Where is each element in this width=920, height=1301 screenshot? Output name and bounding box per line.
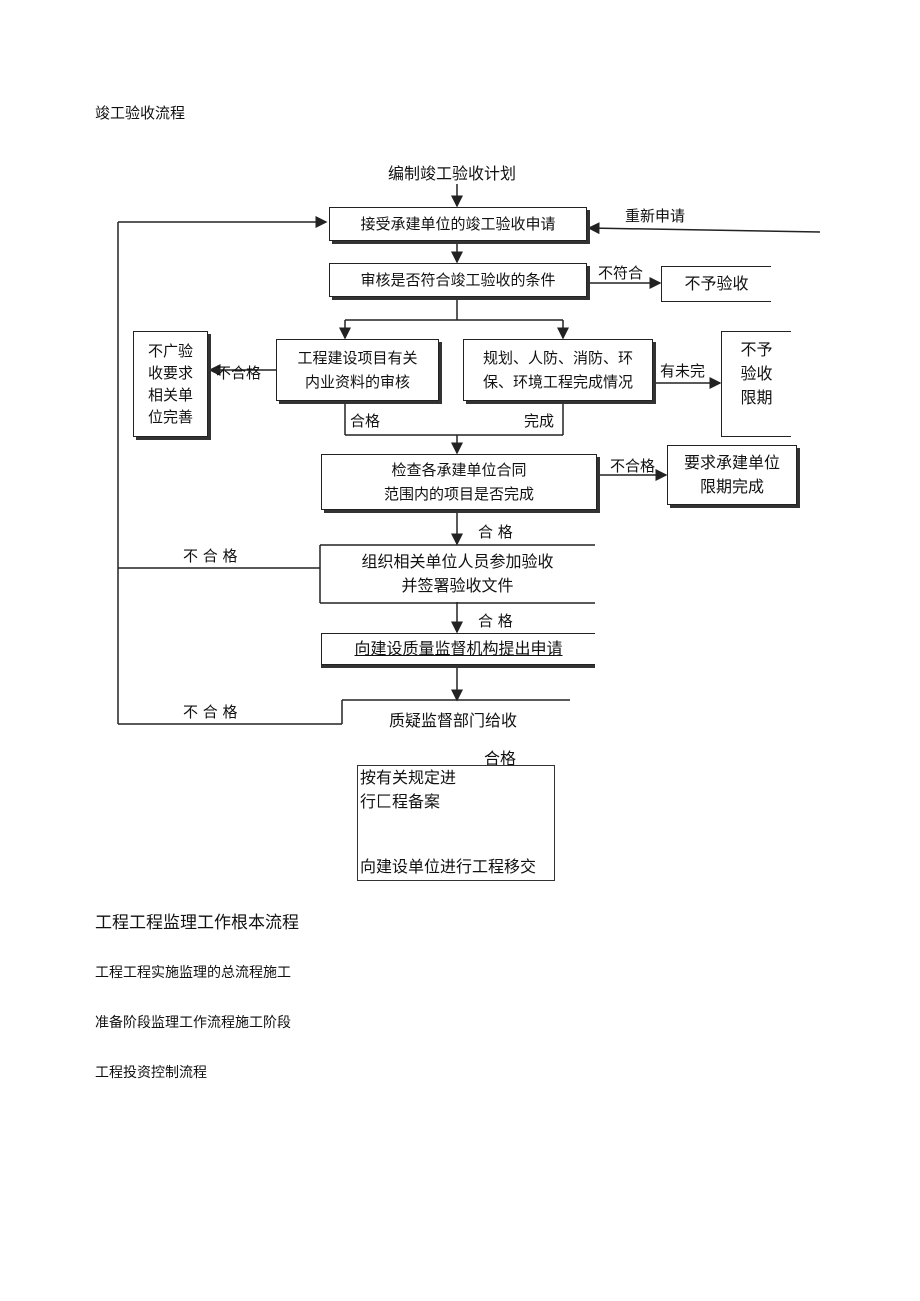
label-left-fail: 不合格 [216, 364, 262, 382]
box-receive-application: 接受承建单位的竣工验收申请 [329, 207, 587, 241]
planning-line2: 保、环境工程完成情况 [482, 373, 633, 391]
box-submit-application: 向建设质量监督机构提出申请 [321, 633, 595, 665]
project-doc-line1: 工程建设项目有关 [297, 349, 418, 367]
label-pass-2: 合 格 [478, 523, 513, 541]
label-reapply: 重新申请 [625, 207, 686, 225]
quality-dept: 质疑监督部门给收 [389, 711, 518, 730]
doc-line-3: 工程投资控制流程 [95, 1065, 207, 1081]
flow-start: 编制竣工验收计划 [388, 164, 517, 183]
label-fail-mid: 不 合 格 [183, 547, 238, 565]
box-left-improve: 不广验 收要求 相关单 位完善 [133, 331, 208, 437]
box-no-acceptance: 不予验收 [661, 266, 771, 302]
doc-line-2: 准备阶段监理工作流程施工阶段 [95, 1015, 291, 1031]
contract-line1: 检查各承建单位合同 [391, 461, 527, 479]
contract-line2: 范围内的项目是否完成 [383, 485, 534, 503]
label-pass-3: 合 格 [478, 612, 513, 630]
contract-deadline-line1: 要求承建单位 [683, 453, 780, 472]
box-right-deadline: 不予 验收 限期 [721, 331, 791, 437]
box-project-doc-review: 工程建设项目有关 内业资料的审核 [276, 339, 439, 401]
contract-deadline-line2: 限期完成 [699, 477, 764, 496]
organize-line2: 并签署验收文件 [401, 576, 514, 595]
left-box-line2: 收要求 [147, 364, 193, 382]
label-unfinished: 有未完 [660, 362, 706, 380]
box-review-conditions: 审核是否符合竣工验收的条件 [329, 263, 587, 297]
submit-label: 向建设质量监督机构提出申请 [354, 639, 563, 658]
doc-line-1: 工程工程实施监理的总流程施工 [95, 965, 291, 981]
right-box-line3: 限期 [740, 388, 773, 407]
box-contract-check: 检查各承建单位合同 范围内的项目是否完成 [321, 454, 597, 510]
box-receive-label: 接受承建单位的竣工验收申请 [360, 215, 556, 233]
final-line3: 向建设单位进行工程移交 [360, 857, 537, 876]
box-planning-check: 规划、人防、消防、环 保、环境工程完成情况 [463, 339, 653, 401]
organize-line1: 组织相关单位人员参加验收 [361, 552, 554, 571]
final-line1: 按有关规定进 [360, 768, 457, 787]
right-box-line1: 不予 [740, 340, 773, 359]
planning-line1: 规划、人防、消防、环 [482, 349, 633, 367]
left-box-line1: 不广验 [147, 342, 193, 360]
project-doc-line2: 内业资料的审核 [304, 373, 410, 391]
box-organize-acceptance: 组织相关单位人员参加验收 并签署验收文件 [320, 546, 595, 602]
flowchart-connectors [117, 184, 821, 725]
label-fail-bottom: 不 合 格 [183, 703, 238, 721]
box-final-archive: 按有关规定进 行匚程备案 向建设单位进行工程移交 [357, 765, 555, 881]
label-not-match: 不符合 [598, 264, 644, 282]
left-box-line3: 相关单 [147, 386, 193, 404]
label-pass-1: 合格 [350, 412, 381, 430]
box-review-label: 审核是否符合竣工验收的条件 [360, 271, 556, 289]
label-done-1: 完成 [524, 412, 555, 430]
heading-supervision-flow: 工程工程监理工作根本流程 [95, 913, 299, 933]
label-pass-4: 合格 [484, 749, 517, 768]
section-title: 竣工验收流程 [95, 104, 186, 122]
box-contract-deadline: 要求承建单位 限期完成 [667, 445, 797, 505]
box-no-acceptance-label: 不予验收 [684, 274, 749, 293]
left-box-line4: 位完善 [147, 408, 193, 426]
right-box-line2: 验收 [740, 364, 773, 383]
final-line2: 行匚程备案 [360, 792, 441, 811]
label-contract-fail: 不合格 [610, 457, 656, 475]
